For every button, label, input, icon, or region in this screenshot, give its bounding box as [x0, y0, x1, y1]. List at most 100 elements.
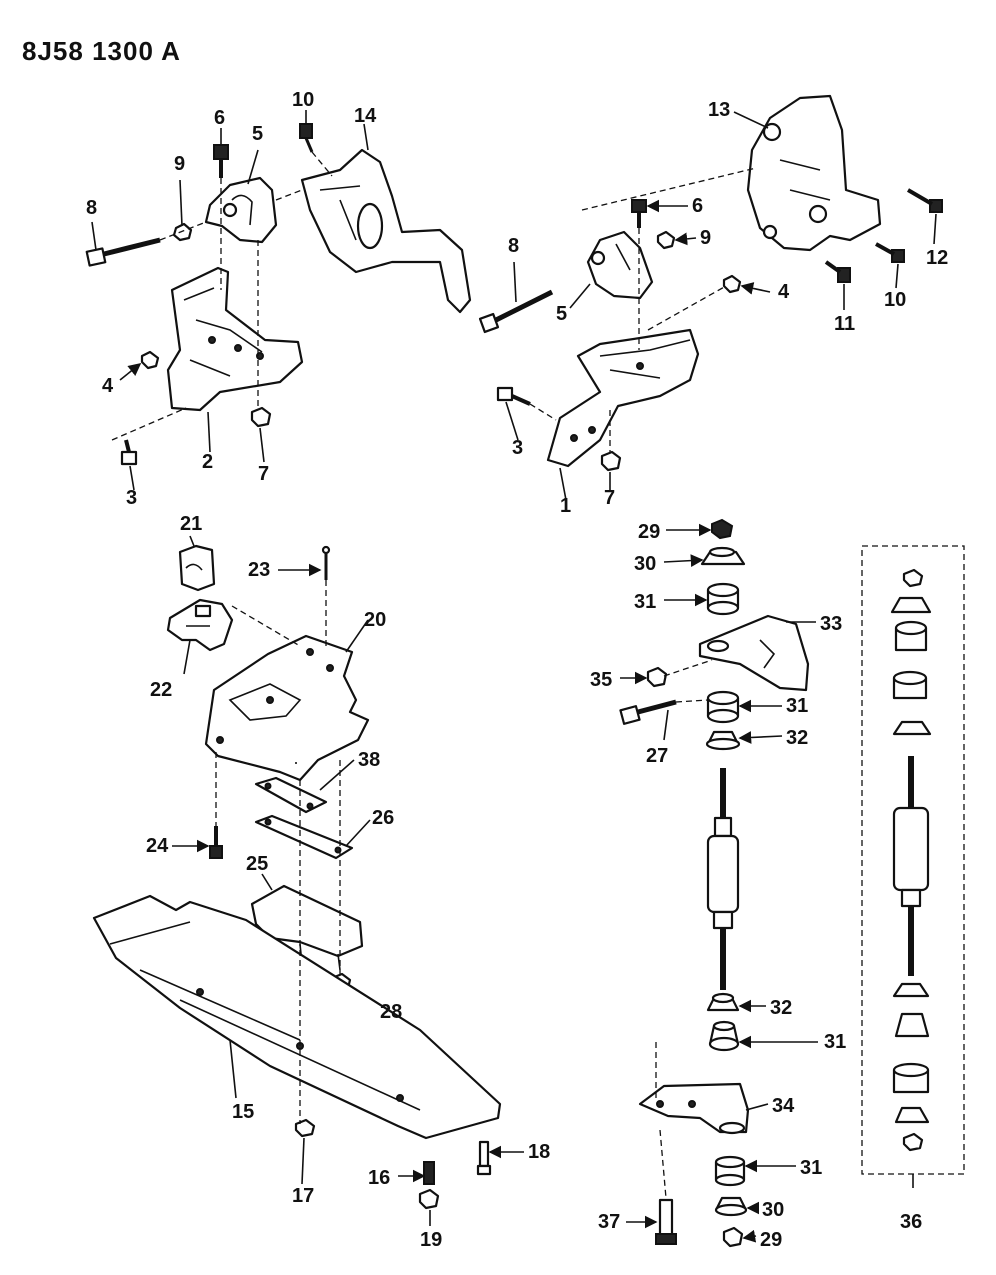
callout-31: 31 [824, 1031, 846, 1053]
callout-3: 3 [512, 437, 523, 459]
lower-shock-bracket-34 [638, 1082, 750, 1135]
callout-13: 13 [708, 99, 730, 121]
crossmember-bracket-20 [204, 634, 370, 782]
callout-17: 17 [292, 1185, 314, 1207]
callout-29: 29 [638, 521, 660, 543]
callout-21: 21 [180, 513, 202, 535]
engine-mount-bracket-2 [166, 266, 304, 412]
callout-16: 16 [368, 1167, 390, 1189]
nut-4-left [140, 350, 160, 370]
washer-32-top [705, 730, 741, 751]
stud-16 [423, 1161, 435, 1185]
nut-35 [646, 666, 668, 688]
callout-7: 7 [604, 487, 615, 509]
bolt-10-right [875, 242, 905, 263]
shim-26 [254, 814, 354, 860]
callout-25: 25 [246, 853, 268, 875]
bolt-24 [209, 826, 223, 859]
leader-lines [91, 110, 937, 1243]
callout-35: 35 [590, 669, 612, 691]
callout-10: 10 [292, 89, 314, 111]
callout-12: 12 [926, 247, 948, 269]
callout-1: 1 [560, 495, 571, 517]
callout-29: 29 [760, 1229, 782, 1251]
callout-11: 11 [834, 313, 855, 335]
long-bolt-8-left [85, 237, 161, 267]
callout-7: 7 [258, 463, 269, 485]
bolt-10-left [299, 123, 314, 153]
callout-9: 9 [174, 153, 185, 175]
shock-kit-36 [861, 545, 965, 1188]
callout-31: 31 [786, 695, 808, 717]
bracket-22 [166, 598, 234, 652]
callout-15: 15 [232, 1101, 254, 1123]
callout-labels: 1 2 3 3 4 4 5 5 6 6 7 7 8 8 9 9 10 10 11… [86, 89, 948, 1251]
bolt-6-right [631, 199, 647, 228]
callout-30: 30 [762, 1199, 784, 1221]
engine-mount-bracket-13 [746, 94, 882, 252]
nut-7-left [250, 406, 272, 428]
callout-28: 28 [380, 1001, 402, 1023]
callout-8: 8 [508, 235, 519, 257]
callout-5: 5 [252, 123, 263, 145]
bushing-31-top [706, 582, 740, 616]
bolt-6-left [213, 144, 229, 178]
engine-mount-bracket-1 [546, 328, 700, 468]
spacer-38 [254, 776, 328, 814]
callout-27: 27 [646, 745, 668, 767]
callout-33: 33 [820, 613, 842, 635]
callout-26: 26 [372, 807, 394, 829]
callout-24: 24 [146, 835, 169, 857]
bolt-18 [476, 1140, 492, 1176]
bolt-12 [906, 188, 943, 213]
callout-31: 31 [634, 591, 656, 613]
engine-mount-insulator-5-left [204, 176, 278, 244]
callout-30: 30 [634, 553, 656, 575]
callout-4: 4 [102, 375, 114, 397]
callout-20: 20 [364, 609, 386, 631]
callout-19: 19 [420, 1229, 442, 1251]
bushing-31-bottom [714, 1155, 746, 1187]
right-engine-mount-group [478, 94, 943, 472]
nut-29-bottom [722, 1226, 744, 1248]
bolt-11 [824, 260, 851, 283]
callout-10: 10 [884, 289, 906, 311]
bushing-31-third [708, 1020, 740, 1052]
callout-18: 18 [528, 1141, 550, 1163]
bolt-3-left [120, 439, 138, 466]
bolt-27 [619, 699, 677, 725]
document-code: 8J58 1300 A [22, 36, 181, 66]
callout-32: 32 [770, 997, 792, 1019]
nut-9-right [656, 230, 676, 250]
callout-34: 34 [772, 1095, 795, 1117]
callout-8: 8 [86, 197, 97, 219]
shock-absorber [706, 768, 740, 990]
left-engine-mount-group [85, 123, 472, 466]
callout-22: 22 [150, 679, 172, 701]
callout-6: 6 [692, 195, 703, 217]
callout-32: 32 [786, 727, 808, 749]
washer-30-bottom [714, 1196, 748, 1217]
nut-7-right [600, 450, 622, 472]
callout-31: 31 [800, 1157, 822, 1179]
pin-23 [321, 545, 331, 580]
nut-4-right [722, 274, 742, 294]
crossmember-15 [92, 894, 502, 1140]
callout-14: 14 [354, 105, 377, 127]
shock-absorber-group [619, 518, 810, 1248]
callout-37: 37 [598, 1211, 620, 1233]
bolt-3-right [496, 386, 531, 406]
washer-30-top [700, 546, 746, 566]
callout-4: 4 [778, 281, 790, 303]
callout-2: 2 [202, 451, 213, 473]
nut-19 [418, 1188, 440, 1210]
engine-mount-bracket-14 [300, 148, 472, 314]
upper-shock-bracket-33 [698, 614, 810, 692]
long-bolt-8-right [478, 289, 554, 334]
callout-38: 38 [358, 749, 380, 771]
bolt-37 [655, 1198, 677, 1245]
callout-5: 5 [556, 303, 567, 325]
nut-17 [294, 1118, 316, 1138]
transmission-mount-group [92, 544, 502, 1210]
